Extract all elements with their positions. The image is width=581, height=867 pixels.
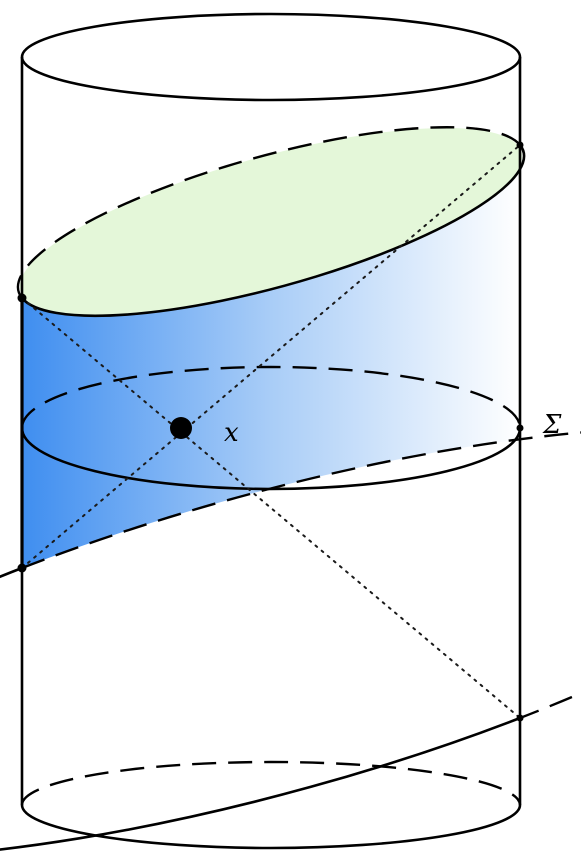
point-x-dot: [170, 417, 192, 439]
sigma-label: Σ: [542, 410, 562, 440]
corner-point-bottom-left: [17, 563, 27, 573]
point-x-label: x: [224, 418, 239, 448]
top-cap-face: [19, 127, 523, 316]
corner-point-top-right: [516, 141, 524, 149]
top-cap-front: [20, 144, 526, 318]
bottom-cap-front: [0, 566, 521, 851]
sigma-slice-back: [20, 365, 522, 429]
cylinder-bottom-rim-front: [20, 804, 522, 850]
bottom-cap-back: [21, 431, 581, 720]
domain-body: [22, 145, 581, 718]
cylinder-bottom-rim-back: [20, 760, 522, 806]
corner-point-bottom-right: [516, 714, 524, 722]
cylinder-top-rim: [20, 12, 522, 102]
slice-point-right: [516, 424, 524, 432]
corner-point-top-left: [17, 293, 27, 303]
light-ray-up-right: [21, 144, 521, 569]
top-cap-back: [16, 126, 521, 299]
